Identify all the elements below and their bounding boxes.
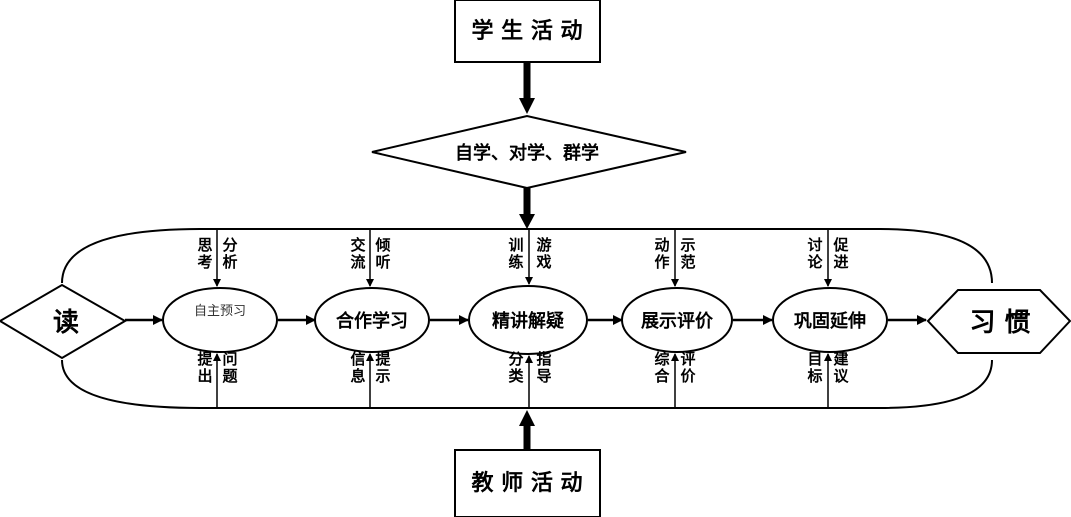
start-label: 读 [53,308,79,338]
bottom-annotation-left: 信息 [350,350,365,385]
step-self-preview-label: 自主预习 [194,304,246,319]
end-hexagon [926,289,1071,354]
top-annotation-left: 交流 [350,236,365,271]
step-explain-resolve [468,285,588,355]
end-label: 习 惯 [969,308,1030,338]
step-cooperative-learning-label: 合作学习 [336,310,408,332]
top-annotation-right: 倾听 [374,236,390,271]
bottom-annotation-right: 提示 [375,350,391,385]
bottom-annotation-right: 指导 [536,350,551,385]
bottom-annotation-left: 目标 [806,350,822,385]
top-annotation-right: 游戏 [535,236,551,271]
thick-arrow-head [519,410,535,426]
step-self-preview [162,287,278,353]
thick-arrow-head [519,214,535,229]
teacher-activity-label: 教 师 活 动 [472,470,583,496]
top-annotation-right: 示范 [680,236,695,271]
step-consolidate-extend-label: 巩固延伸 [794,310,866,332]
top-annotation-left: 训练 [508,236,523,271]
teacher-activity-box [454,449,601,517]
step-consolidate-extend [772,287,888,353]
student-activity-label: 学 生 活 动 [472,18,583,44]
bottom-annotation-right: 评价 [680,350,696,385]
step-cooperative-learning [314,287,430,353]
bottom-annotation-left: 综合 [653,350,670,385]
thick-arrow-head [519,98,535,114]
student-activity-box [454,0,601,63]
bottom-annotation-left: 提出 [197,350,213,385]
study-modes-label: 自学、对学、群学 [455,142,599,164]
step-present-evaluate-label: 展示评价 [641,311,714,332]
top-rail [61,228,993,284]
bottom-annotation-left: 分类 [508,350,524,385]
bottom-rail [61,359,993,409]
top-annotation-left: 思考 [197,236,212,271]
study-modes-diamond [371,114,687,190]
top-annotation-left: 动作 [654,236,669,271]
bottom-annotation-right: 问题 [222,350,238,385]
bottom-annotation-right: 建议 [833,350,849,385]
step-explain-resolve-label: 精讲解疑 [492,310,564,332]
top-annotation-left: 讨论 [807,236,823,271]
step-present-evaluate [621,287,733,353]
top-annotation-right: 分析 [222,236,237,271]
top-annotation-right: 促进 [832,236,849,271]
